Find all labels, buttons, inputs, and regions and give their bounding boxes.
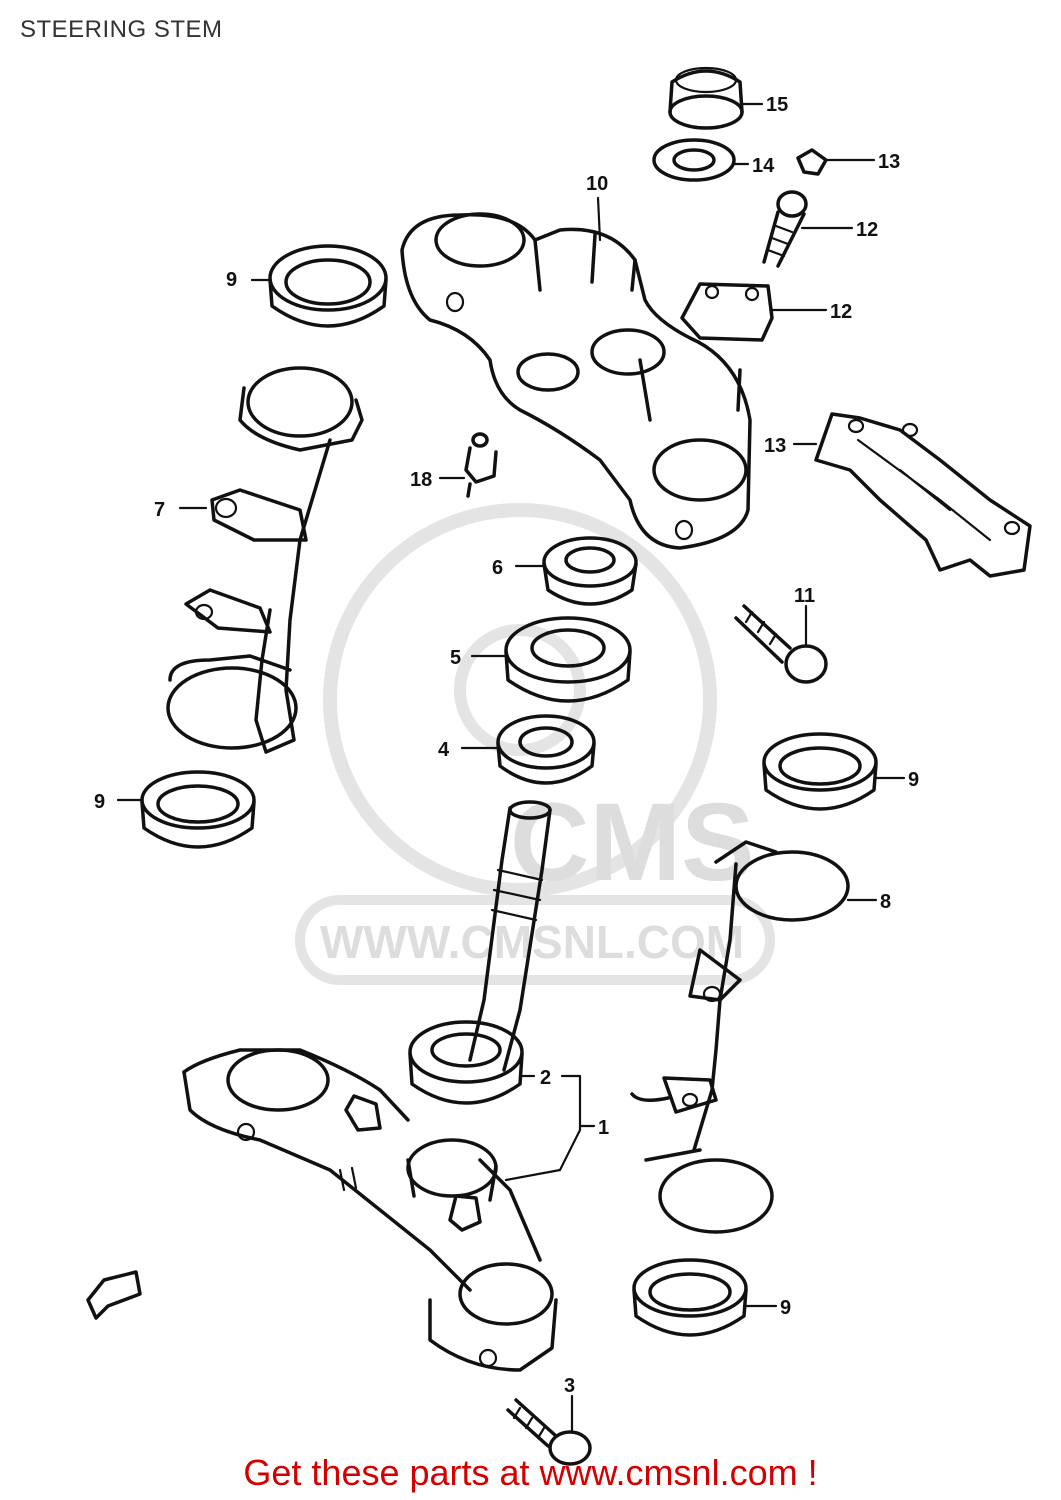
part-7-left-bracket	[166, 366, 364, 754]
callout-17: 15	[766, 94, 788, 116]
callout-10: 10	[586, 173, 608, 195]
callout-11: 11	[794, 585, 815, 607]
part-17-cap	[668, 66, 744, 130]
callout-15: 13	[878, 151, 900, 173]
part-13-holder	[814, 412, 1032, 578]
callout-3: 3	[564, 1375, 575, 1397]
part-1-steering-stem	[182, 800, 558, 1372]
part-12-clamp	[680, 282, 774, 342]
callout-9-bottom: 9	[780, 1297, 791, 1319]
part-9-seal-bottom	[632, 1258, 748, 1337]
part-15-nut	[796, 148, 828, 176]
part-9-seal-right	[762, 732, 878, 811]
part-3-bolt	[506, 1398, 592, 1466]
footer-link[interactable]: Get these parts at www.cmsnl.com !	[243, 1452, 818, 1493]
callout-5: 5	[450, 647, 461, 669]
callout-labels: 15 14 13 12 10 12 13 18 9 7 6 5 4 11 9 9…	[94, 94, 919, 1397]
callout-18: 18	[410, 469, 432, 491]
part-14-bolt	[762, 190, 808, 268]
leader-lines	[116, 102, 906, 1432]
callout-13: 13	[764, 435, 786, 457]
part-9-seal-top-left	[268, 244, 388, 328]
callout-4: 4	[438, 739, 450, 761]
part-11-bolt	[734, 604, 828, 684]
part-2-lower-bearing	[408, 1020, 524, 1105]
part-8-right-bracket	[630, 840, 850, 1234]
callout-7: 7	[154, 499, 165, 521]
page-title: STEERING STEM	[20, 16, 223, 43]
callout-9-top-left: 9	[226, 269, 237, 291]
callout-16: 14	[752, 155, 775, 177]
callout-6: 6	[492, 557, 503, 579]
callout-2: 2	[540, 1067, 551, 1089]
callout-8: 8	[880, 891, 891, 913]
callout-9-right: 9	[908, 769, 919, 791]
part-18-bolt	[464, 432, 498, 498]
callout-14: 12	[856, 219, 878, 241]
part-4-bearing	[496, 714, 596, 785]
part-16-washer	[652, 138, 736, 182]
part-5-dust-seal	[504, 616, 632, 703]
callout-9-left: 9	[94, 791, 105, 813]
part-9-seal-left	[140, 770, 256, 849]
watermark-brand: CMS	[510, 781, 754, 904]
part-6-lock-nut	[542, 536, 638, 606]
callout-1: 1	[598, 1117, 609, 1139]
front-arrow-icon	[86, 1270, 142, 1320]
callout-12: 12	[830, 301, 852, 323]
part-10-upper-bracket	[400, 212, 752, 550]
